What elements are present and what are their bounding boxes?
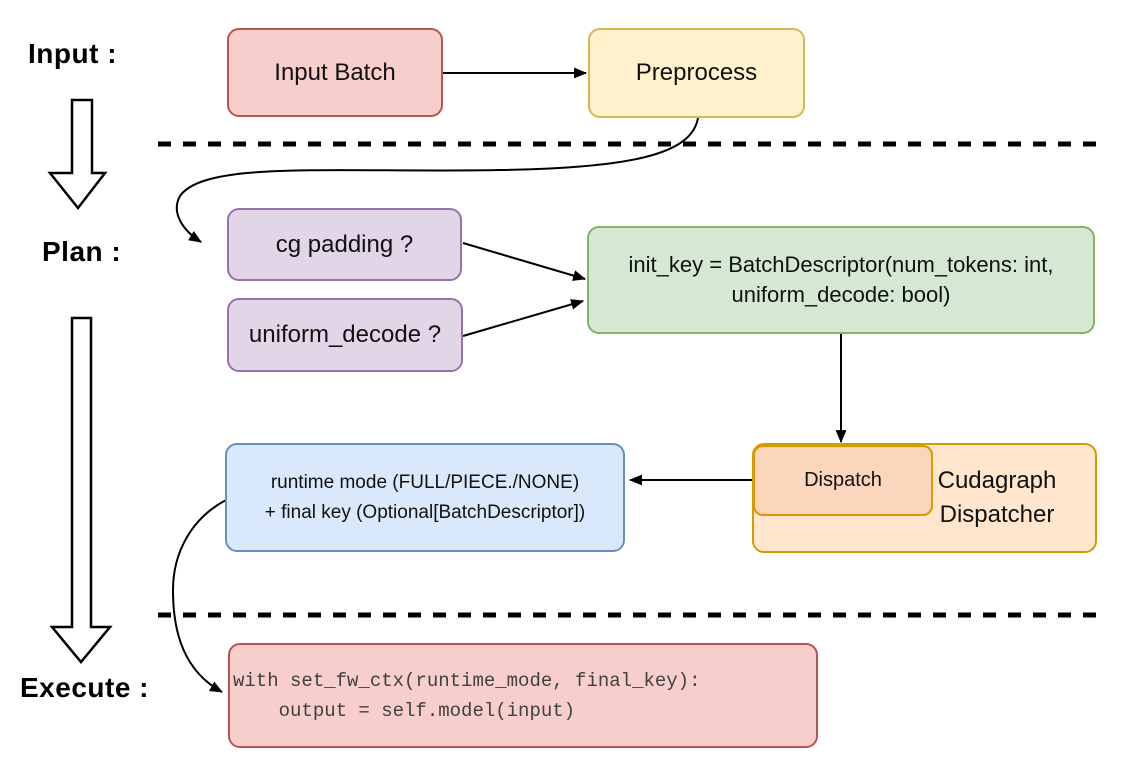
node-input-batch: Input Batch [227,28,443,117]
plan-stage-arrow-icon [49,316,113,664]
edge-cg-padding-to-init-key [462,242,587,281]
node-cg-padding-label: cg padding ? [275,230,414,258]
node-cudagraph-dispatcher-label: Cudagraph Dispatcher [917,464,1077,531]
node-preprocess: Preprocess [588,28,805,118]
node-runtime-line1: runtime mode (FULL/PIECE./NONE) [270,472,580,494]
node-dispatch-label: Dispatch [804,469,882,492]
node-cudagraph-dispatcher-line2: Dispatcher [939,501,1055,528]
node-input-batch-label: Input Batch [274,58,396,86]
edge-runtime-to-execute-code [171,499,227,693]
node-uniform-decode-label: uniform_decode ? [248,321,442,349]
node-runtime-line2: + final key (Optional[BatchDescriptor]) [264,501,586,523]
input-stage-arrow-icon [47,98,108,211]
node-execute-code-line2: output = self.model(input) [233,699,576,722]
node-init-key: init_key = BatchDescriptor(num_tokens: i… [587,226,1095,334]
stage-label-input: Input : [28,38,118,69]
node-init-key-line1: init_key = BatchDescriptor(num_tokens: i… [628,251,1054,277]
stage-label-execute: Execute : [20,672,149,703]
edge-uniform-decode-to-init-key [462,299,585,337]
node-cudagraph-dispatcher-line1: Cudagraph [937,467,1057,495]
node-cg-padding: cg padding ? [227,208,462,281]
node-preprocess-label: Preprocess [635,59,758,87]
node-dispatch: Dispatch [753,445,933,516]
stage-label-plan: Plan : [42,236,122,267]
node-uniform-decode: uniform_decode ? [227,298,463,372]
node-init-key-line2: uniform_decode: bool) [731,282,951,307]
node-execute-code: with set_fw_ctx(runtime_mode, final_key)… [228,643,818,748]
node-execute-code-line1: with set_fw_ctx(runtime_mode, final_key)… [233,669,701,692]
node-runtime-mode: runtime mode (FULL/PIECE./NONE) + final … [225,443,625,552]
